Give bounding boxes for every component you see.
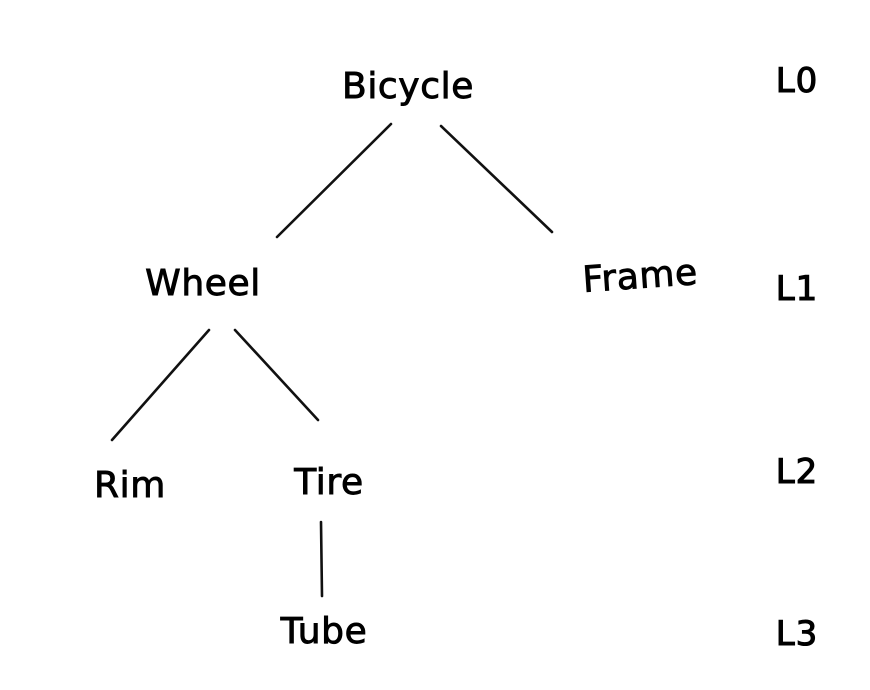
level-label-l3: L3 [776,614,819,654]
level-label-l2: L2 [776,452,819,492]
node-label-bicycle[interactable]: Bicycle [342,66,474,108]
edge-tire-tube [319,520,324,598]
edge-wheel-rim [110,328,211,442]
level-label-l1: L1 [776,269,819,309]
node-label-wheel[interactable]: Wheel [145,263,261,305]
edge-bicycle-wheel [275,122,393,239]
edge-bicycle-frame [439,124,554,234]
edge-wheel-tire [233,328,320,422]
edges-group [110,122,554,598]
node-label-rim[interactable]: Rim [94,465,166,507]
node-label-tire[interactable]: Tire [293,462,364,504]
level-label-l0: L0 [776,61,819,101]
node-label-frame[interactable]: Frame [581,252,700,302]
node-label-tube[interactable]: Tube [279,611,368,653]
